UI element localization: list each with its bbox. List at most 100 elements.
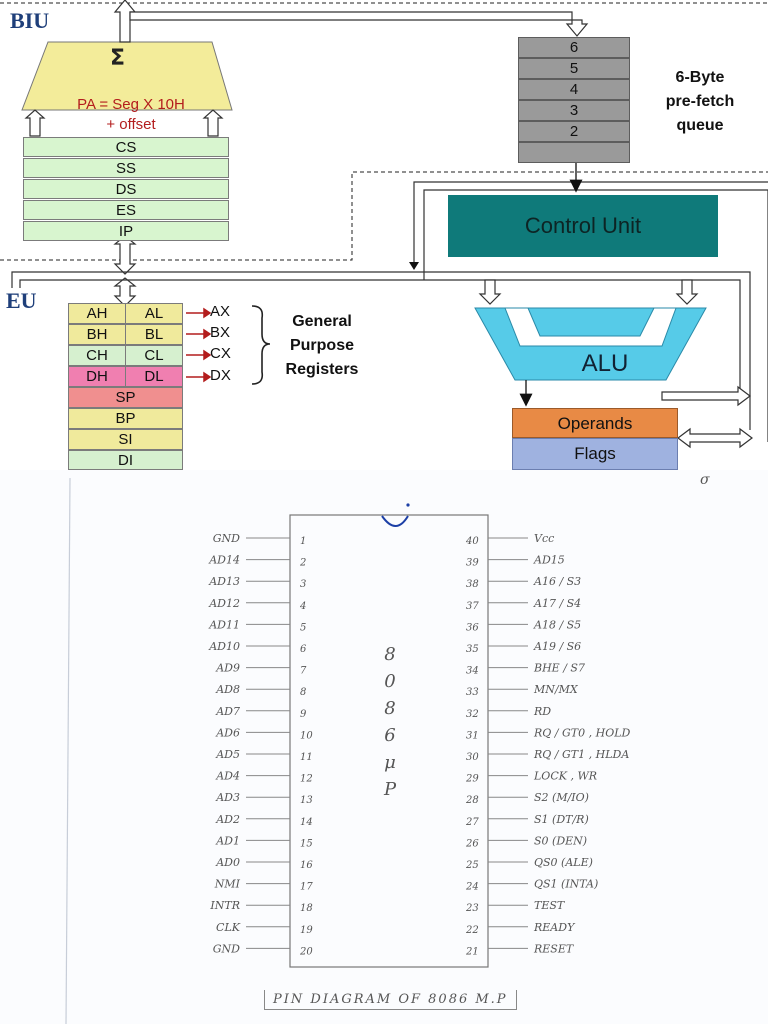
seg-to-adder-arrow-left: [24, 109, 46, 137]
chip-char-2: 8: [384, 698, 395, 719]
pin-number-8: 8: [300, 687, 306, 698]
register-bh: BH: [68, 324, 126, 345]
pin-number-28: 28: [465, 795, 479, 806]
pin-label-left-19: CLK: [216, 921, 241, 934]
pin-label-left-1: GND: [213, 532, 240, 545]
register-cl: CL: [125, 345, 183, 366]
corner-mark: σ: [700, 472, 710, 488]
pin-number-22: 22: [465, 925, 479, 936]
queue-cell-6: 6: [518, 37, 630, 58]
pin-number-18: 18: [300, 903, 313, 914]
instruction-pointer-ip: IP: [23, 221, 229, 241]
label-cx: CX: [210, 345, 231, 362]
control-arrowhead: [409, 262, 419, 270]
pin-label-right-29: LOCK , WR: [533, 770, 597, 783]
address-adder: [21, 41, 233, 111]
seg-to-adder-arrow-right: [202, 109, 224, 137]
pin-number-24: 24: [465, 882, 479, 893]
gpr-line-2: Purpose: [289, 337, 354, 354]
control-bus-outer: [413, 181, 768, 268]
internal-bus-inner: [19, 279, 741, 395]
alu-to-bus-arrow: [661, 385, 751, 407]
register-sp: SP: [68, 387, 183, 408]
pin-number-21: 21: [465, 946, 479, 957]
pin-number-1: 1: [300, 536, 306, 547]
bus-to-alu-right-arrow: [675, 279, 699, 305]
architecture-diagram: σ BIU Σ PA = Seg X 10H + offset CS SS DS…: [0, 0, 768, 470]
pin-label-right-24: QS1 (INTA): [534, 878, 598, 891]
pin-label-right-26: S0 (DEN): [534, 834, 587, 847]
pin-number-7: 7: [300, 666, 307, 677]
pin-label-left-4: AD12: [208, 597, 240, 610]
label-ax: AX: [210, 303, 231, 320]
architecture-lines: σ: [0, 0, 768, 470]
biu-title: BIU: [10, 8, 50, 33]
pin-label-right-33: MN/MX: [533, 683, 579, 696]
register-si: SI: [68, 429, 183, 450]
pin-label-left-5: AD11: [208, 618, 240, 631]
pin-number-11: 11: [300, 752, 313, 763]
queue-label: 6-Byte pre-fetch queue: [650, 66, 750, 138]
pin-label-left-20: GND: [213, 942, 240, 955]
bus-to-alu-left-arrow: [478, 279, 502, 305]
internal-bus-outer: [11, 271, 751, 430]
register-di: DI: [68, 450, 183, 470]
pin-label-left-13: AD3: [215, 791, 240, 804]
chip-char-4: μ: [384, 752, 396, 773]
pin-diagram-caption: PIN DIAGRAM OF 8086 M.P: [264, 990, 517, 1010]
pin-label-left-11: AD5: [215, 748, 240, 761]
pin-number-17: 17: [300, 882, 313, 893]
pin-label-right-22: READY: [533, 921, 576, 934]
segment-register-cs: CS: [23, 137, 229, 157]
segment-register-ss: SS: [23, 158, 229, 178]
pin-label-right-25: QS0 (ALE): [534, 856, 593, 869]
gpr-line-1: General: [292, 313, 352, 330]
pin-number-2: 2: [299, 558, 306, 569]
pin-label-right-36: A18 / S5: [533, 618, 581, 631]
bus-to-registers-arrow: [113, 277, 137, 307]
pin-number-40: 40: [465, 536, 479, 547]
pin-number-4: 4: [299, 601, 306, 612]
pin-number-26: 26: [465, 838, 479, 849]
pin-label-right-23: TEST: [534, 899, 566, 912]
pin-number-19: 19: [300, 925, 313, 936]
register-ch: CH: [68, 345, 126, 366]
pin-number-33: 33: [466, 687, 479, 698]
pin-number-9: 9: [300, 709, 307, 720]
control-bus-inner: [423, 189, 768, 442]
pin-label-right-31: RQ / GT0 , HOLD: [533, 726, 631, 739]
alu-label: ALU: [581, 350, 629, 377]
pin-number-38: 38: [466, 579, 479, 590]
chip-char-3: 6: [384, 725, 395, 746]
register-bl: BL: [125, 324, 183, 345]
pin-label-right-28: S2 (M/IO): [534, 791, 589, 804]
alu-notch: [504, 307, 677, 347]
queue-cell-2: 2: [518, 121, 630, 142]
pin-label-right-38: A16 / S3: [533, 575, 581, 588]
pin-label-left-6: AD10: [208, 640, 240, 653]
pin-label-right-37: A17 / S4: [533, 597, 581, 610]
pin-number-25: 25: [465, 860, 479, 871]
pin-number-35: 35: [466, 644, 479, 655]
operands-box: Operands: [512, 408, 678, 438]
register-ah: AH: [68, 303, 126, 324]
pin-label-left-9: AD7: [215, 705, 240, 718]
gpr-line-3: Registers: [285, 361, 359, 378]
queue-cell-5: 5: [518, 58, 630, 79]
pin-number-32: 32: [466, 709, 479, 720]
label-dx: DX: [210, 367, 231, 384]
queue-cell-3: 3: [518, 100, 630, 121]
queue-label-line-3: queue: [676, 117, 724, 134]
segment-register-ds: DS: [23, 179, 229, 199]
bus-to-queue-arrow: [129, 11, 589, 37]
queue-label-line-2: pre-fetch: [665, 93, 735, 110]
pin-label-left-12: AD4: [215, 770, 240, 783]
pin-label-right-40: Vcc: [534, 532, 554, 545]
pin-number-15: 15: [300, 838, 313, 849]
pin-number-29: 29: [465, 774, 479, 785]
control-unit: Control Unit: [448, 195, 718, 257]
pin-number-16: 16: [300, 860, 313, 871]
physical-address-formula: PA = Seg X 10H + offset: [56, 95, 206, 135]
